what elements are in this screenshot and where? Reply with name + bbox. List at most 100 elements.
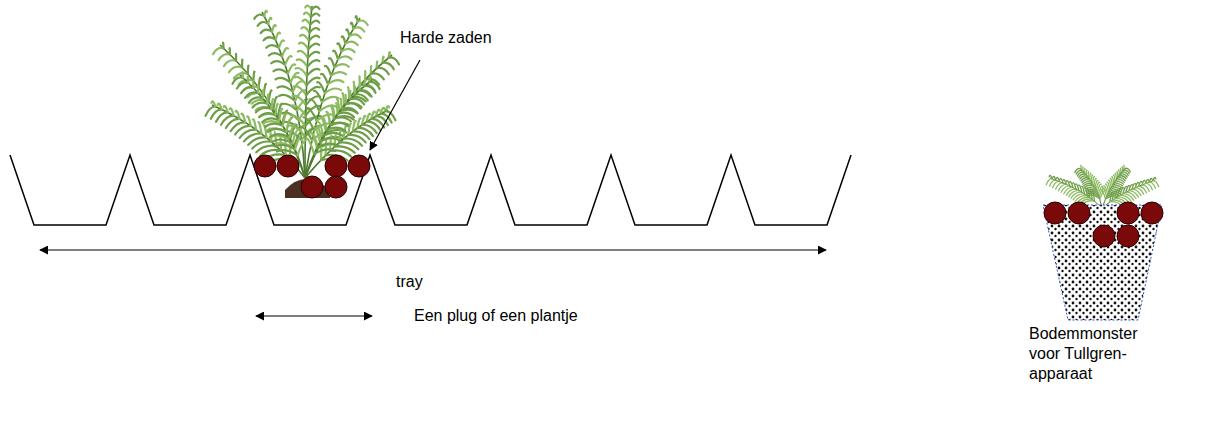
leaflet <box>1083 182 1093 185</box>
leaflet <box>362 125 377 133</box>
leaflet <box>277 86 292 91</box>
leaflet <box>1115 180 1124 183</box>
leaflet <box>327 112 330 124</box>
leaflet <box>357 128 373 136</box>
leaflet <box>320 138 340 141</box>
seed <box>1117 225 1139 247</box>
leaflet <box>383 63 394 70</box>
leaflet <box>282 48 288 56</box>
leaflet <box>237 82 248 88</box>
leaflet <box>1132 189 1141 196</box>
leaflet <box>259 113 275 117</box>
leaflet <box>371 73 384 79</box>
leaflet <box>248 137 266 144</box>
leaflet <box>295 77 307 85</box>
leaflet <box>358 20 368 25</box>
leaflet <box>355 94 368 100</box>
leaflet <box>1113 175 1115 181</box>
leaflet <box>253 72 254 81</box>
leaflet <box>321 74 328 84</box>
leaflet <box>335 146 355 153</box>
leaflet <box>253 119 256 129</box>
leaflet <box>247 116 251 126</box>
leaflet <box>241 60 243 68</box>
leaflet <box>307 60 319 67</box>
leaflet <box>1073 183 1076 189</box>
leaflet <box>1118 176 1126 179</box>
leaflet <box>1095 180 1098 187</box>
leaflet <box>256 146 276 153</box>
leaflet <box>1086 170 1088 175</box>
leaflet <box>346 103 361 108</box>
leaflet <box>1056 183 1063 189</box>
leaflet <box>304 13 311 18</box>
leaflet <box>1077 172 1084 176</box>
leaflet <box>308 44 319 49</box>
leaflet <box>267 94 268 103</box>
leaflet <box>1084 168 1085 173</box>
leaflet <box>1119 174 1127 177</box>
leaflet <box>289 124 294 137</box>
leaflet <box>377 68 389 74</box>
leaflet <box>275 104 277 115</box>
leaflet <box>311 13 319 17</box>
palm-plant <box>206 6 400 178</box>
leaflet <box>297 59 308 66</box>
leaflet <box>1056 177 1059 181</box>
leaflet <box>1129 191 1139 198</box>
leaflet <box>1053 181 1060 187</box>
leaflet <box>312 7 320 10</box>
leaflet <box>1049 175 1052 178</box>
seed <box>325 176 347 198</box>
frond-stem <box>212 105 305 178</box>
leaflet <box>221 116 234 125</box>
leaflet <box>235 126 251 135</box>
leaflet <box>304 117 315 130</box>
leaflet <box>1087 172 1089 177</box>
leaflet <box>272 25 276 32</box>
leaflet <box>1112 177 1114 183</box>
leaflet <box>286 119 290 132</box>
leaflet <box>271 99 273 109</box>
seed <box>301 176 323 198</box>
leaflet <box>1081 178 1090 181</box>
leaflet <box>301 27 309 33</box>
frond-stem <box>240 75 305 178</box>
leaflet <box>1090 173 1091 179</box>
dimension-arrow <box>40 249 826 250</box>
label-text: Harde zaden <box>400 28 492 48</box>
leaflet <box>367 114 370 122</box>
leaflet <box>288 64 295 73</box>
leaflet <box>314 91 322 102</box>
leaflet <box>262 118 279 122</box>
leaflet <box>1084 183 1094 185</box>
leaflet <box>318 122 323 136</box>
leaflet <box>362 116 365 125</box>
leaflet <box>342 36 346 43</box>
leaflet <box>350 99 364 105</box>
leaflet <box>298 51 308 58</box>
leaflet <box>342 93 344 104</box>
leaflet <box>334 64 348 67</box>
leaflet <box>1146 183 1153 189</box>
leaflet <box>258 122 261 133</box>
leaflet <box>218 104 222 110</box>
leaflet <box>344 126 346 138</box>
label-text: Bodemmonster voor Tullgren-apparaat <box>1029 324 1147 384</box>
leaflet <box>339 142 358 149</box>
leaflet <box>305 6 311 10</box>
leaflet <box>1121 172 1128 175</box>
leaflet <box>244 133 261 141</box>
leaflet <box>249 97 263 102</box>
leaflet <box>1076 170 1083 174</box>
leaflet <box>317 144 337 148</box>
leaflet <box>265 124 283 127</box>
leaflet <box>328 80 344 84</box>
leaflet <box>1069 191 1079 197</box>
frond-stem <box>305 55 392 178</box>
leaflet <box>224 60 236 66</box>
leaflet <box>1139 186 1147 192</box>
leaflet <box>279 40 284 48</box>
seed <box>1068 202 1090 224</box>
